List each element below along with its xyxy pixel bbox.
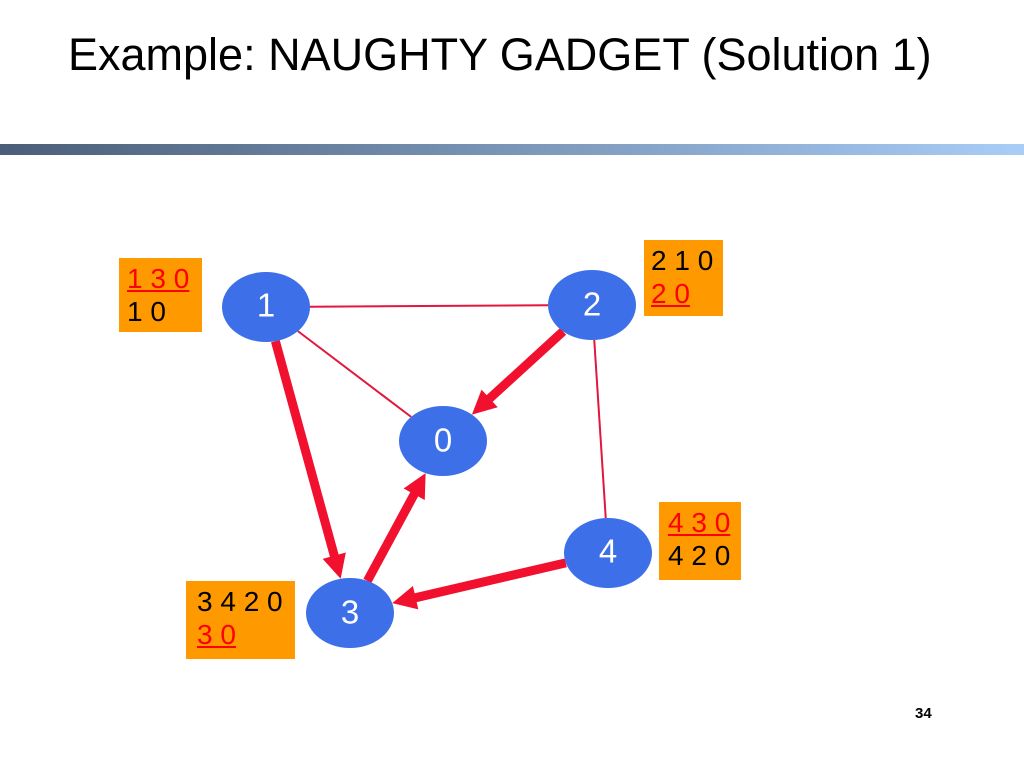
- node-2-path-box: 2 1 0 2 0: [644, 240, 723, 316]
- next-hop-arrow-4-3: [392, 558, 567, 610]
- link-1-2: [309, 304, 549, 308]
- page-number: 34: [915, 705, 932, 722]
- node-3: 3: [306, 578, 394, 648]
- node-2-label: 2: [583, 286, 601, 323]
- node-4-path-option: 4 3 0: [668, 507, 731, 538]
- node-1-path-box: 1 3 0 1 0: [119, 258, 202, 332]
- node-3-path-option: 3 0: [197, 619, 236, 650]
- node-4-label: 4: [599, 533, 617, 570]
- node-2-circle: [548, 270, 636, 340]
- node-3-path-option: 3 4 2 0: [197, 586, 283, 617]
- node-4: 4: [564, 518, 652, 588]
- slide-title: Example: NAUGHTY GADGET (Solution 1): [68, 29, 932, 80]
- arrowhead-icon: [471, 389, 498, 415]
- arrowhead-icon: [392, 586, 419, 610]
- next-hop-shaft: [485, 328, 567, 404]
- node-1-path-option: 1 0: [127, 296, 166, 327]
- next-hop-shaft: [271, 340, 340, 559]
- node-2-path-option: 2 0: [651, 278, 690, 309]
- node-0: 0: [399, 406, 487, 476]
- node-4-path-box: 4 3 0 4 2 0: [659, 502, 741, 580]
- arrowhead-icon: [322, 552, 346, 579]
- arrowhead-icon: [403, 473, 426, 500]
- next-hop-shaft: [363, 490, 420, 583]
- edges-layer: [271, 304, 607, 610]
- node-2: 2: [548, 270, 636, 340]
- node-4-circle: [564, 518, 652, 588]
- node-0-label: 0: [434, 422, 452, 459]
- node-1: 1: [222, 272, 310, 342]
- node-1-circle: [222, 272, 310, 342]
- node-3-circle: [306, 578, 394, 648]
- link-2-4: [593, 339, 607, 519]
- node-1-label: 1: [257, 287, 275, 324]
- next-hop-arrow-2-0: [471, 328, 567, 415]
- next-hop-shaft: [412, 558, 567, 603]
- node-1-path-option: 1 3 0: [127, 263, 190, 294]
- next-hop-arrow-3-0: [363, 473, 426, 583]
- next-hop-arrow-1-3: [271, 340, 346, 579]
- node-3-label: 3: [341, 594, 359, 631]
- link-1-0: [297, 330, 412, 418]
- node-0-circle: [399, 406, 487, 476]
- title-divider: [0, 144, 1024, 155]
- node-2-path-option: 2 1 0: [651, 245, 714, 276]
- node-3-path-box: 3 4 2 0 3 0: [186, 581, 295, 659]
- node-4-path-option: 4 2 0: [668, 540, 731, 571]
